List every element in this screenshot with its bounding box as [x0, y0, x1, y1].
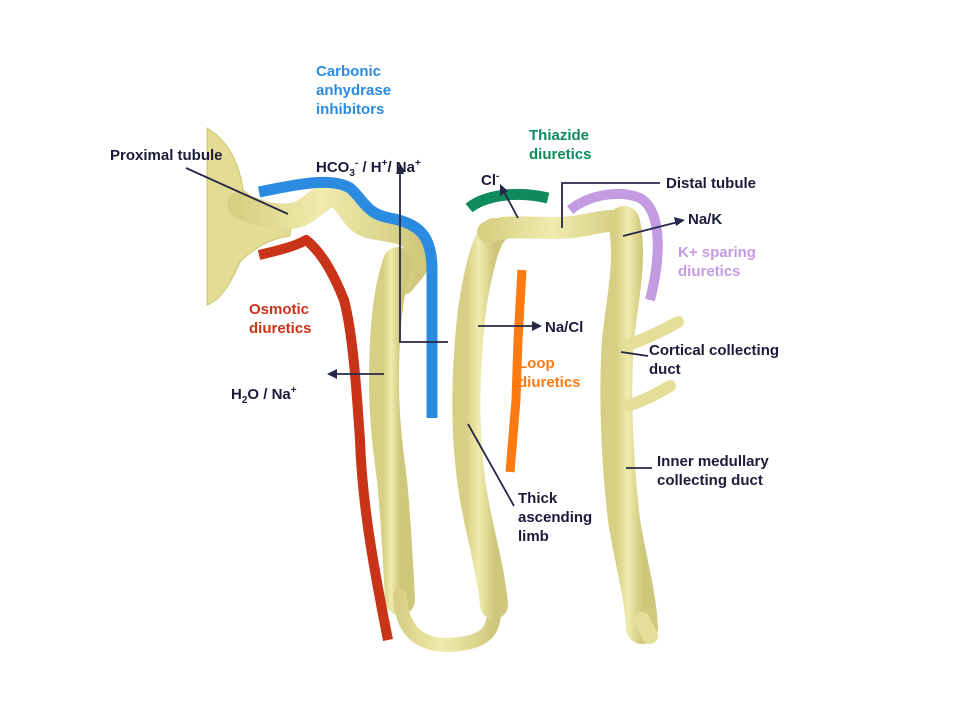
pointer-cortical	[620, 351, 649, 357]
label-carbonic-anhydrase-inhibitors: Carbonic anhydrase inhibitors	[316, 63, 392, 118]
ion-hco-sub: 3	[349, 168, 355, 179]
proximal-tubule-shape	[227, 181, 433, 295]
pointer-proximal	[185, 167, 289, 215]
label-k-sparing-diuretics: K+ sparing diuretics	[678, 244, 756, 280]
chloride-sup: -	[496, 171, 500, 182]
label-inner-medullary-collecting-duct: Inner medullary collecting duct	[657, 453, 769, 489]
loop-bottom-shape	[393, 589, 502, 652]
pointer-carbonic	[399, 170, 448, 343]
ion-h: / H	[358, 159, 382, 176]
thiazide-band	[465, 188, 550, 213]
loop-diuretics-band	[505, 269, 527, 473]
k-sparing-band	[566, 189, 663, 302]
ion-hco-sup: -	[354, 158, 359, 169]
collecting-branch-lower	[624, 380, 676, 411]
label-chloride: Cl-	[481, 152, 499, 190]
label-thick-ascending-limb: Thick ascending limb	[518, 490, 593, 545]
label-na-cl: Na/Cl	[545, 319, 584, 336]
descending-limb-shape	[368, 247, 415, 615]
arrowhead-carbonic	[396, 163, 404, 174]
collecting-branch-upper	[622, 316, 684, 351]
label-osmotic-diuretics: Osmotic diuretics	[249, 301, 312, 337]
collecting-duct-outlet-shape	[634, 612, 658, 644]
label-water-sodium: H2O / Na+	[231, 366, 297, 406]
pointer-distal	[561, 182, 660, 228]
water-h: H	[231, 386, 242, 403]
osmotic-band	[257, 235, 393, 641]
thick-ascending-limb-shape	[452, 218, 508, 619]
arrowhead-chloride	[500, 184, 508, 196]
pointer-thick-ascending	[467, 423, 515, 507]
label-loop-diuretics: Loop diuretics	[518, 355, 581, 391]
chloride-base: Cl	[481, 172, 496, 189]
label-na-k: Na/K	[688, 211, 723, 228]
water-na-sup: +	[290, 385, 297, 396]
label-proximal-tubule: Proximal tubule	[110, 147, 223, 164]
label-cortical-collecting-duct: Cortical collecting duct	[649, 342, 780, 378]
arrowhead-nak	[674, 217, 685, 226]
arrowhead-nacl	[532, 321, 542, 331]
ion-na-sup: +	[414, 158, 421, 169]
water-sub: 2	[241, 395, 248, 406]
ion-na: / Na	[387, 159, 415, 176]
water-rest: O / Na	[247, 386, 291, 403]
carbonic-anhydrase-band	[257, 176, 438, 418]
label-thiazide-diuretics: Thiazide diuretics	[529, 127, 592, 163]
ion-hco: HCO	[316, 159, 350, 176]
label-carbonic-ions: HCO3- / H+/ Na+	[316, 139, 421, 179]
pointer-chloride	[502, 189, 519, 219]
collecting-duct-shape	[600, 206, 658, 644]
arrowhead-water-sodium	[327, 369, 337, 379]
pointer-nak	[622, 221, 679, 237]
label-distal-tubule: Distal tubule	[666, 175, 757, 192]
ion-h-sup: +	[381, 158, 388, 169]
